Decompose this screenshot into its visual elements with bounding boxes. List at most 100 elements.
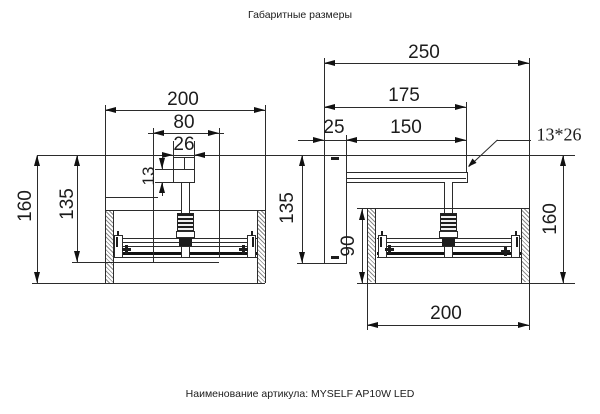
dim-label-arm-length: 150 — [390, 117, 422, 138]
screw-icon — [504, 247, 507, 256]
bar-pin — [381, 231, 383, 236]
screw-icon — [242, 245, 245, 254]
arrowhead — [359, 209, 365, 220]
dim-label-total-depth: 250 — [408, 42, 440, 63]
dim-label-body-width: 200 — [430, 303, 462, 324]
arrowhead — [74, 251, 80, 262]
section-hatch — [368, 209, 375, 282]
bracket-divider — [173, 169, 195, 170]
wall-plate — [324, 155, 347, 264]
end-bracket-pin — [516, 237, 518, 247]
dim-line — [105, 110, 265, 111]
arrowhead — [324, 60, 335, 66]
body-inner-edge — [113, 210, 114, 283]
dim-line — [324, 107, 466, 108]
dim-label-bracket: 26 — [173, 134, 195, 155]
ext-line — [153, 128, 154, 262]
plate-screw-slot — [331, 157, 339, 160]
dim-line — [362, 209, 363, 283]
bracket-inner-line — [184, 157, 185, 169]
drawing-title: Габаритные размеры — [248, 9, 352, 21]
ext-line — [466, 102, 467, 172]
dim-line — [77, 155, 78, 262]
dim-line — [298, 140, 466, 141]
body-inner-edge — [375, 208, 376, 283]
body-top-edge — [357, 208, 529, 209]
arrowhead — [162, 152, 173, 158]
stem-knurl — [440, 213, 457, 231]
arrowhead — [159, 182, 165, 193]
article-value: MYSELF AP10W LED — [311, 388, 415, 400]
arrowhead — [34, 155, 40, 166]
body-ledge-line — [105, 197, 158, 198]
arrowhead — [367, 322, 378, 328]
article-caption: Наименование артикула: MYSELF AP10W LED — [186, 388, 415, 400]
stem — [181, 169, 190, 214]
hub-dark — [179, 238, 192, 246]
dim-line — [37, 155, 38, 283]
arrowhead — [313, 137, 324, 143]
arrowhead — [518, 322, 529, 328]
hub-base — [444, 246, 453, 258]
end-bracket-pin — [116, 237, 118, 247]
arrowhead — [159, 158, 165, 169]
ext-line — [155, 182, 173, 183]
ext-line — [265, 105, 266, 283]
hub-base — [181, 246, 190, 258]
section-hatch — [258, 211, 265, 283]
ext-line — [324, 58, 325, 155]
arrowhead — [153, 130, 164, 136]
dim-line — [148, 133, 224, 134]
mounting-arm — [346, 172, 468, 183]
arrowhead — [560, 155, 566, 166]
dim-label-body-height: 90 — [338, 235, 359, 257]
ext-line — [72, 262, 219, 263]
article-label: Наименование артикула: — [185, 388, 309, 400]
arrowhead — [346, 137, 357, 143]
arrowhead — [560, 272, 566, 283]
body-inner-edge — [257, 210, 258, 283]
arrowhead — [299, 252, 305, 263]
ext-line — [105, 105, 106, 283]
body-bottom-edge — [357, 283, 575, 284]
arrowhead — [518, 60, 529, 66]
body-inner-edge — [521, 208, 522, 283]
body-bottom-edge — [32, 283, 265, 284]
dim-label-arm-reach: 175 — [388, 85, 420, 106]
dim-line — [563, 155, 564, 283]
dim-label-total-height: 160 — [540, 203, 561, 235]
ext-line — [367, 208, 368, 330]
hub-dark — [442, 238, 455, 246]
dim-label-plate-height: 135 — [277, 192, 298, 224]
plate-screw-slot — [331, 256, 339, 259]
screw-icon — [125, 245, 128, 254]
arrowhead — [455, 137, 466, 143]
arrowhead — [208, 130, 219, 136]
end-bracket-pin — [252, 237, 254, 247]
end-bracket-pin — [380, 237, 382, 247]
leader-line — [497, 140, 531, 141]
datum-line — [37, 155, 575, 156]
arrowhead — [324, 104, 335, 110]
arrowhead — [34, 272, 40, 283]
section-hatch — [106, 211, 113, 283]
arrowhead — [359, 272, 365, 283]
bar-pin — [251, 231, 253, 236]
bar-pin — [515, 231, 517, 236]
arrowhead — [74, 155, 80, 166]
bar-pin — [117, 231, 119, 236]
ext-line — [219, 128, 220, 257]
dim-line — [367, 325, 529, 326]
dim-label-arm-profile: 13*26 — [536, 124, 582, 145]
arrowhead — [299, 155, 305, 166]
leader-line — [465, 139, 498, 170]
dim-line — [324, 63, 529, 64]
ext-line — [155, 169, 173, 170]
dim-label-plate-width: 25 — [323, 117, 345, 138]
arrowhead — [194, 152, 205, 158]
screw-icon — [388, 245, 391, 254]
ext-line — [529, 58, 530, 330]
arrowhead — [105, 107, 116, 113]
stem — [444, 182, 453, 213]
